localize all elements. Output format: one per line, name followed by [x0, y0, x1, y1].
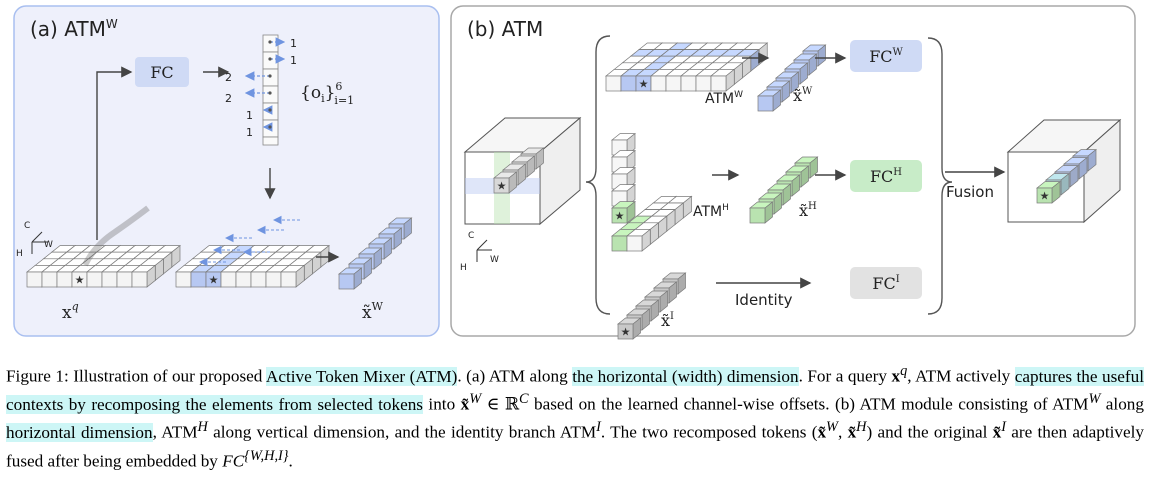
panel-b-title: (b) ATM — [467, 17, 543, 41]
svg-text:H: H — [16, 249, 23, 259]
panel-a-output-token — [338, 217, 413, 290]
fc-h-label: FCH — [870, 167, 902, 186]
offsets-column — [244, 34, 286, 146]
svg-text:★: ★ — [615, 210, 625, 223]
panel-a-title: (a) ATMW — [30, 17, 118, 41]
atm-w-label: ATMW — [705, 90, 743, 107]
panel-b-right-brace — [927, 37, 953, 315]
panel-b-axes: C H W — [460, 231, 499, 273]
token-h-label: x̃H — [799, 201, 817, 220]
panel-b-left-brace — [585, 35, 611, 315]
atm-h-label: ATMH — [693, 203, 729, 220]
panel-a-output-label: x̃W — [362, 300, 384, 323]
svg-text:★: ★ — [621, 326, 631, 339]
token-w — [757, 44, 827, 112]
token-i: ★ — [617, 272, 687, 340]
fc-i-box — [850, 267, 922, 299]
panel-a-fc-label: FC — [150, 63, 173, 82]
fc-i-label: FCI — [872, 274, 899, 293]
panel-a-query-to-fc-arrow — [96, 66, 133, 240]
offset-value-4: 2 — [225, 92, 232, 105]
svg-text:H: H — [460, 263, 467, 273]
svg-text:★: ★ — [639, 78, 649, 91]
fusion-label: Fusion — [946, 183, 994, 201]
token-i-label: x̃I — [661, 311, 674, 330]
token-w-label: x̃W — [793, 86, 813, 105]
offset-value-6: 1 — [246, 126, 253, 139]
figure-caption: Figure 1: Illustration of our proposed A… — [6, 363, 1144, 471]
sampled-slab: ★ — [175, 215, 330, 288]
fc-h-box — [850, 160, 922, 192]
svg-text:W: W — [44, 240, 53, 250]
identity-label: Identity — [735, 291, 793, 309]
svg-text:C: C — [468, 231, 474, 241]
svg-text:W: W — [490, 255, 499, 265]
fc-w-box — [850, 40, 922, 72]
offset-value-5: 1 — [246, 109, 253, 122]
token-h — [749, 156, 819, 224]
panel-a-axes: C W H — [16, 221, 53, 259]
atm-h-slab: ★ — [611, 132, 693, 252]
svg-text:★: ★ — [1040, 190, 1050, 203]
svg-text:C: C — [24, 221, 30, 231]
svg-text:★: ★ — [75, 274, 85, 287]
query-slab: ★ — [26, 205, 181, 288]
output-cube: ★ — [1006, 118, 1122, 224]
panel-a-fc-box — [135, 57, 189, 87]
offset-value-2: 1 — [290, 54, 297, 67]
svg-text:★: ★ — [497, 180, 507, 193]
fc-w-label: FCW — [869, 47, 903, 66]
panel-b-input-cube: ★ — [463, 116, 582, 226]
svg-text:★: ★ — [209, 274, 219, 287]
query-label: xq — [62, 300, 79, 323]
offset-value-1: 1 — [290, 37, 297, 50]
offset-value-3: 2 — [225, 71, 232, 84]
